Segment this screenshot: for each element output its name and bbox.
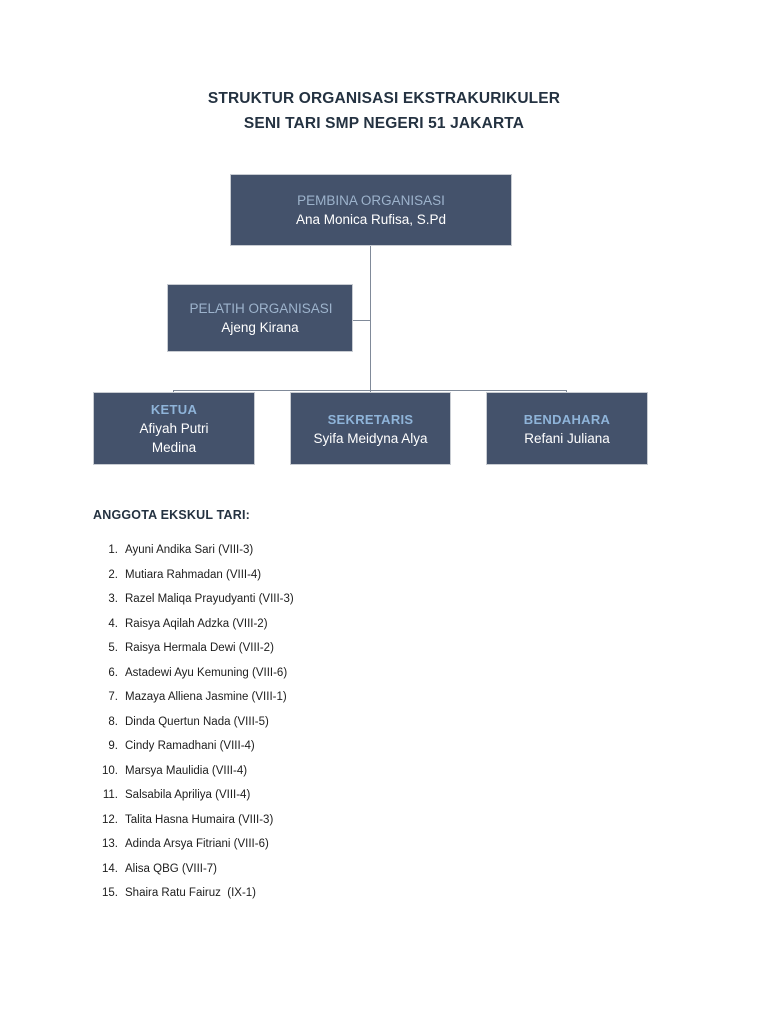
- member-name: Raisya Aqilah Adzka (VIII-2): [125, 617, 268, 630]
- member-name: Alisa QBG (VIII-7): [125, 862, 218, 875]
- member-list-item: 2. Mutiara Rahmadan (VIII-4): [93, 569, 693, 594]
- member-name: Dinda Quertun Nada (VIII-5): [125, 715, 269, 728]
- member-name: Ayuni Andika Sari (VIII-3): [125, 544, 254, 556]
- member-list-item: 6. Astadewi Ayu Kemuning (VIII-6): [93, 667, 693, 692]
- member-number: 4.: [108, 617, 118, 630]
- org-node-sekretaris-person: Syifa Meidyna Alya: [313, 430, 428, 446]
- member-list-item: 13. Adinda Arsya Fitriani (VIII-6): [93, 838, 693, 863]
- members-section: ANGGOTA EKSKUL TARI: 1. Ayuni Andika Sari…: [93, 508, 693, 912]
- member-number: 10.: [102, 764, 118, 777]
- org-node-pembina[interactable]: PEMBINA ORGANISASI Ana Monica Rufisa, S.…: [230, 174, 512, 246]
- member-number: 9.: [108, 740, 118, 752]
- member-number: 1.: [108, 544, 118, 556]
- member-list-item: 12. Talita Hasna Humaira (VIII-3): [93, 814, 693, 839]
- member-list-item: 3. Razel Maliqa Prayudyanti (VIII-3): [93, 593, 693, 618]
- connector-drop-ketua: [173, 390, 174, 393]
- member-name: Astadewi Ayu Kemuning (VIII-6): [125, 666, 288, 679]
- org-node-pelatih[interactable]: PELATIH ORGANISASI Ajeng Kirana: [167, 284, 353, 352]
- member-list-item: 15. Shaira Ratu Fairuz (IX-1): [93, 887, 693, 912]
- org-node-ketua-person-line-2: Medina: [151, 440, 197, 455]
- org-node-pelatih-person: Ajeng Kirana: [221, 320, 299, 335]
- member-number: 6.: [108, 666, 118, 679]
- connector-trunk-vertical: [370, 246, 371, 392]
- member-name: Talita Hasna Humaira (VIII-3): [125, 813, 274, 826]
- member-name: Mutiara Rahmadan (VIII-4): [125, 568, 262, 581]
- org-node-pembina-person: Ana Monica Rufisa, S.Pd: [295, 212, 447, 227]
- org-node-ketua-role: KETUA: [150, 402, 198, 417]
- member-name: Adinda Arsya Fitriani (VIII-6): [125, 838, 269, 850]
- member-number: 2.: [108, 568, 118, 581]
- member-name: Raisya Hermala Dewi (VIII-2): [125, 642, 274, 654]
- page-title-line-2: SENI TARI SMP NEGERI 51 JAKARTA: [243, 115, 525, 132]
- member-list-item: 5. Raisya Hermala Dewi (VIII-2): [93, 642, 693, 667]
- connector-drop-bendahara: [566, 390, 567, 393]
- page-title-line-1: STRUKTUR ORGANISASI EKSTRAKURIKULER: [207, 90, 561, 107]
- member-number: 12.: [102, 813, 118, 826]
- member-number: 5.: [108, 642, 118, 654]
- org-node-ketua[interactable]: KETUA Afiyah Putri Medina: [93, 392, 255, 465]
- org-node-bendahara-role: BENDAHARA: [523, 411, 611, 427]
- member-number: 13.: [102, 838, 118, 850]
- member-name: Shaira Ratu Fairuz (IX-1): [125, 887, 257, 899]
- org-node-bendahara-person: Refani Juliana: [524, 430, 610, 446]
- org-chart: PEMBINA ORGANISASI Ana Monica Rufisa, S.…: [0, 0, 768, 480]
- org-node-ketua-person-line-1: Afiyah Putri: [139, 421, 209, 436]
- member-list-item: 11. Salsabila Apriliya (VIII-4): [93, 789, 693, 814]
- members-list: 1. Ayuni Andika Sari (VIII-3) 2. Mutiara Ra…: [93, 544, 693, 912]
- member-name: Marsya Maulidia (VIII-4): [125, 764, 248, 777]
- member-number: 8.: [108, 715, 118, 728]
- member-list-item: 14. Alisa QBG (VIII-7): [93, 863, 693, 888]
- member-name: Cindy Ramadhani (VIII-4): [125, 740, 255, 752]
- member-number: 3.: [108, 593, 118, 605]
- members-heading: ANGGOTA EKSKUL TARI:: [93, 508, 251, 522]
- org-node-sekretaris-role: SEKRETARIS: [327, 411, 414, 427]
- org-node-pembina-role: PEMBINA ORGANISASI: [297, 193, 445, 208]
- connector-to-pelatih: [353, 320, 371, 321]
- member-list-item: 10. Marsya Maulidia (VIII-4): [93, 765, 693, 790]
- member-number: 14.: [102, 862, 118, 875]
- member-name: Razel Maliqa Prayudyanti (VIII-3): [125, 593, 294, 605]
- member-list-item: 8. Dinda Quertun Nada (VIII-5): [93, 716, 693, 741]
- member-name: Mazaya Alliena Jasmine (VIII-1): [125, 691, 287, 703]
- member-list-item: 9. Cindy Ramadhani (VIII-4): [93, 740, 693, 765]
- org-node-pelatih-role: PELATIH ORGANISASI: [189, 301, 333, 316]
- connector-drop-sekretaris: [370, 390, 371, 393]
- member-list-item: 4. Raisya Aqilah Adzka (VIII-2): [93, 618, 693, 643]
- member-name: Salsabila Apriliya (VIII-4): [125, 789, 251, 801]
- page-title: STRUKTUR ORGANISASI EKSTRAKURIKULER SENI…: [0, 86, 768, 136]
- org-node-sekretaris[interactable]: SEKRETARIS Syifa Meidyna Alya: [290, 392, 451, 465]
- member-number: 15.: [102, 887, 118, 899]
- member-number: 7.: [108, 691, 118, 703]
- member-list-item: 1. Ayuni Andika Sari (VIII-3): [93, 544, 693, 569]
- member-list-item: 7. Mazaya Alliena Jasmine (VIII-1): [93, 691, 693, 716]
- member-number: 11.: [102, 789, 118, 801]
- org-node-bendahara[interactable]: BENDAHARA Refani Juliana: [486, 392, 648, 465]
